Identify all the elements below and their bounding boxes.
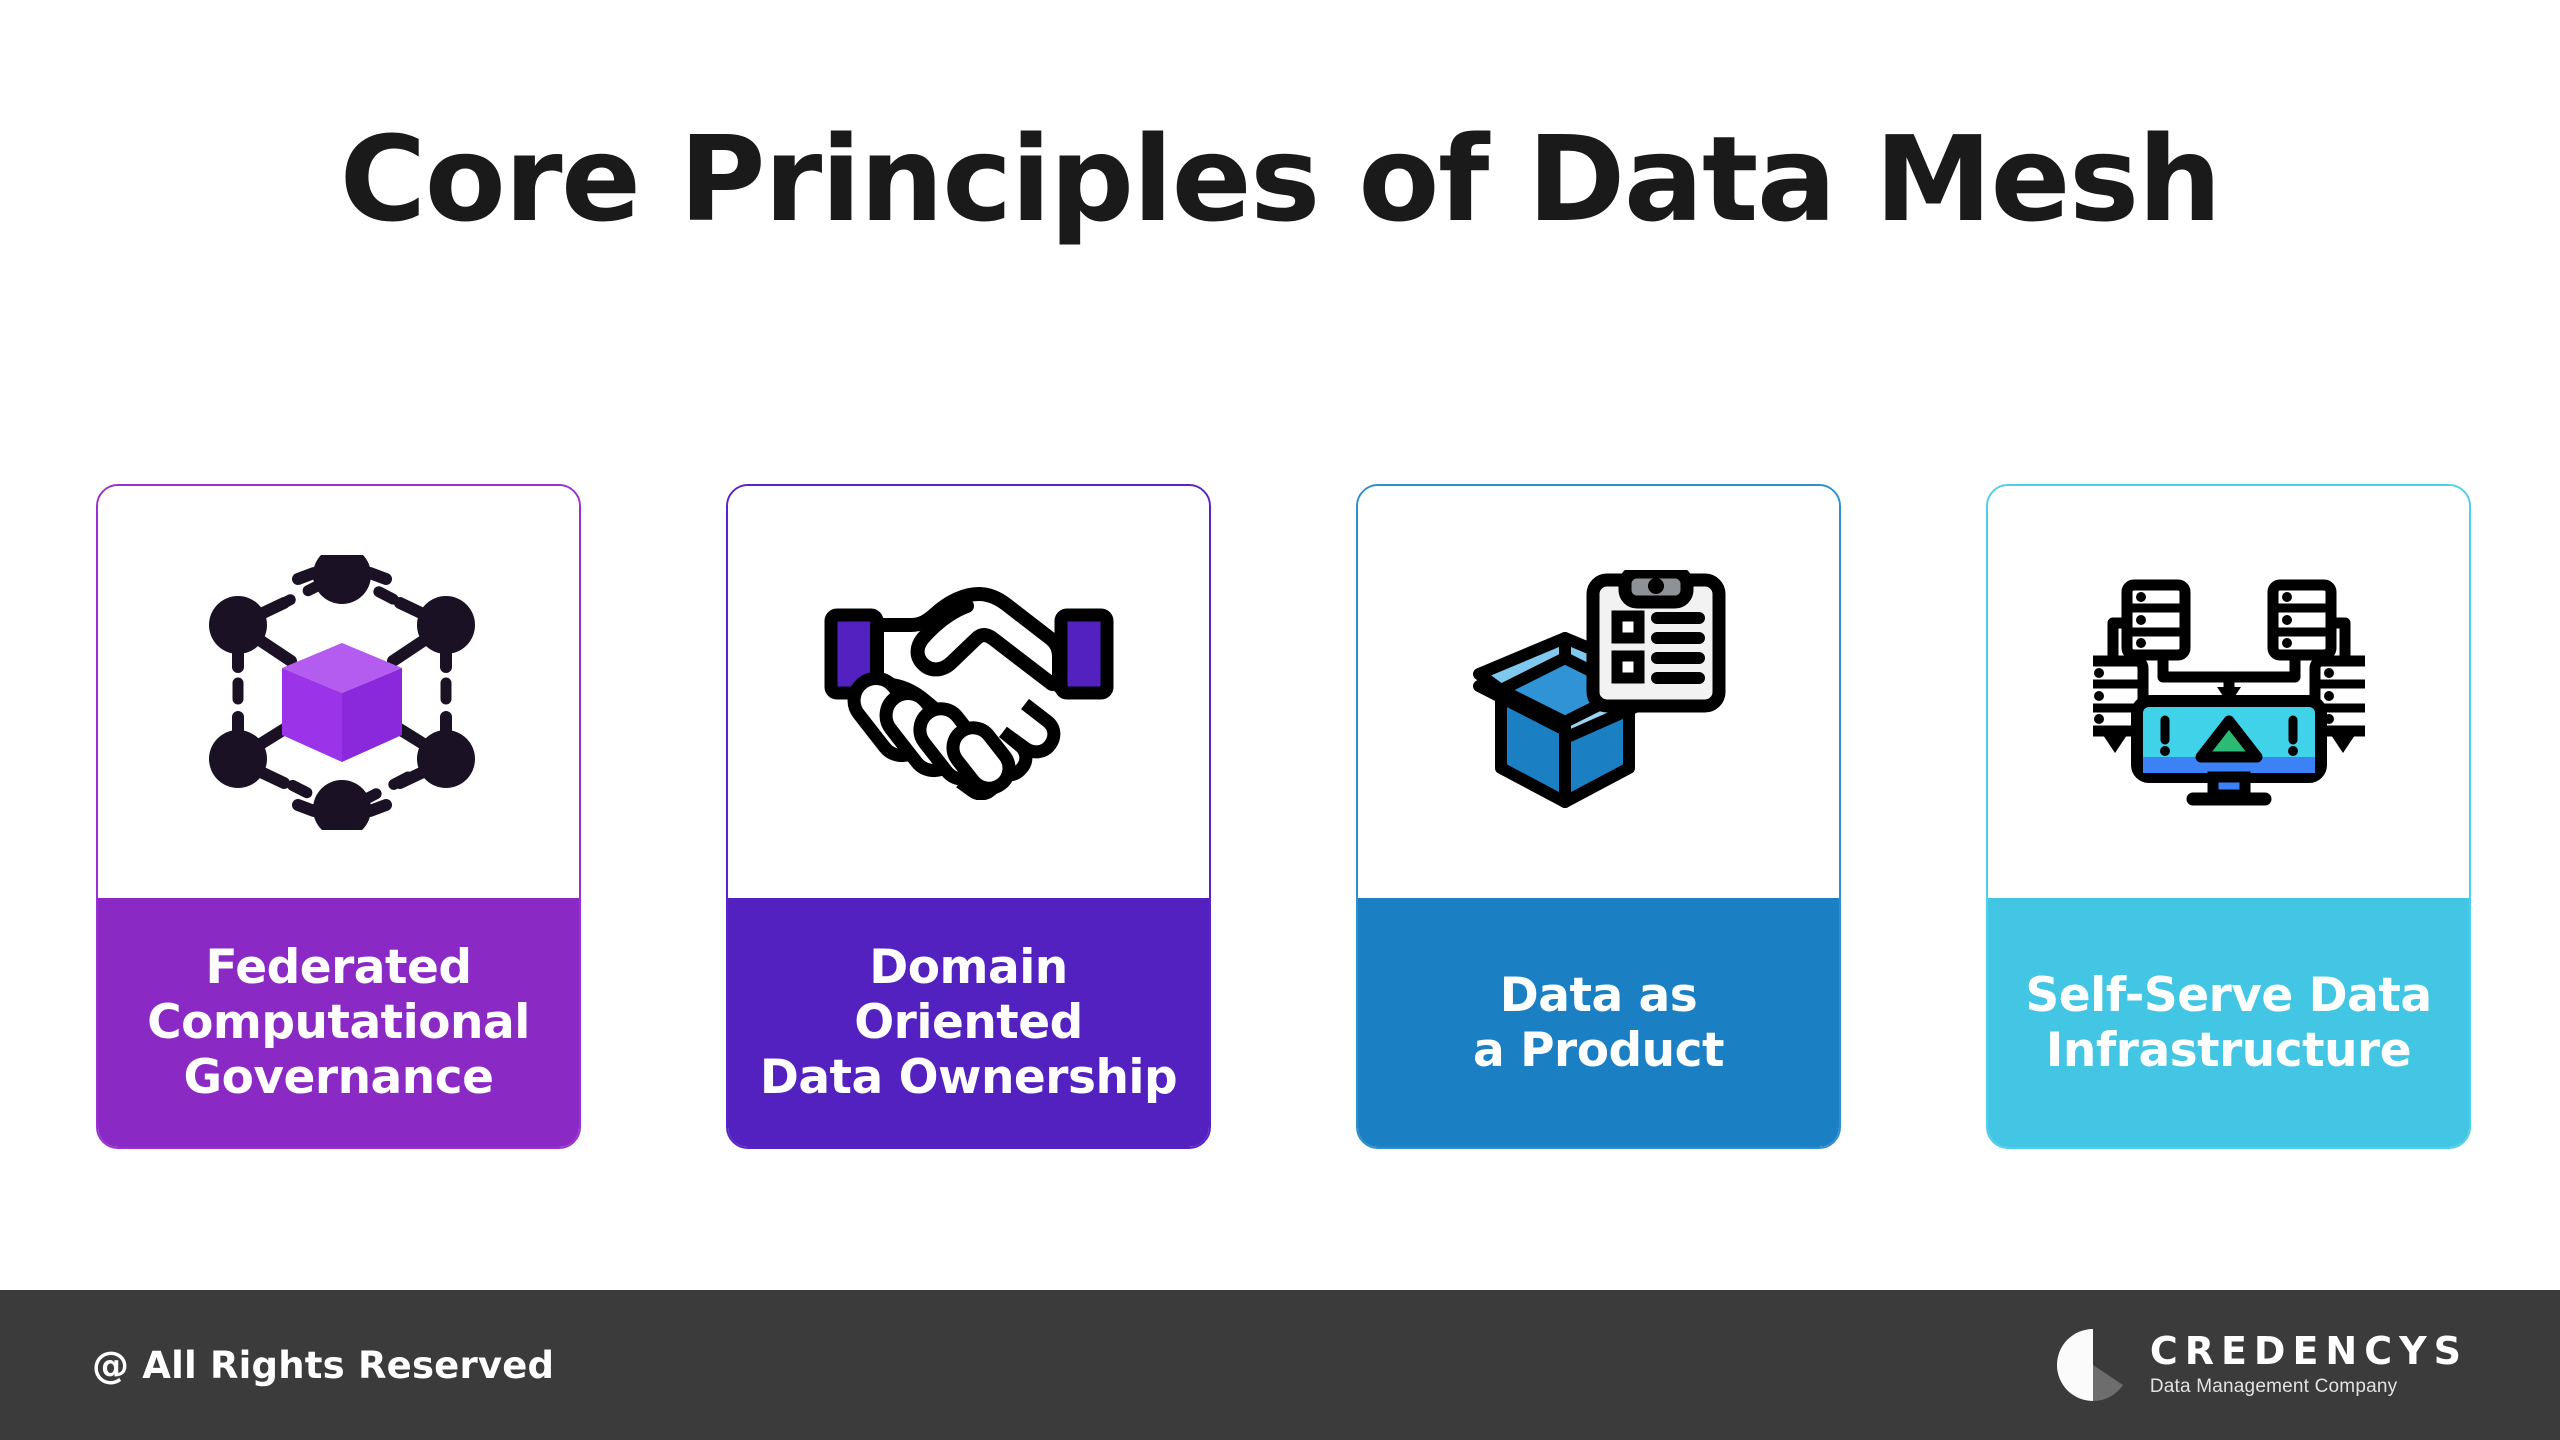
- hexagon-network-cube-icon: [194, 554, 484, 830]
- card-data-as-a-product[interactable]: Data as a Product: [1356, 484, 1841, 1149]
- servers-monitor-icon: [2092, 577, 2365, 807]
- card-label: Federated Computational Governance: [147, 940, 530, 1105]
- brand-text: CREDENCYS Data Management Company: [2149, 1328, 2468, 1399]
- card-label-band: Data as a Product: [1358, 898, 1839, 1147]
- card-label: Domain Oriented Data Ownership: [759, 940, 1178, 1105]
- card-icon-area: [1358, 486, 1839, 898]
- brand-name: CREDENCYS: [2149, 1328, 2468, 1373]
- card-label-band: Self-Serve Data Infrastructure: [1988, 898, 2469, 1147]
- footer-bar: @ All Rights Reserved CREDENCYS Data Man…: [0, 1290, 2560, 1440]
- brand-logo[interactable]: CREDENCYS Data Management Company: [2054, 1326, 2468, 1404]
- credencys-circle-wedge-logo-icon: [2054, 1326, 2132, 1404]
- handshake-icon: [819, 585, 1119, 800]
- card-label-band: Domain Oriented Data Ownership: [728, 898, 1209, 1147]
- open-box-clipboard-icon: [1465, 569, 1733, 815]
- card-domain-oriented-data-ownership[interactable]: Domain Oriented Data Ownership: [726, 484, 1211, 1149]
- page-title: Core Principles of Data Mesh: [339, 110, 2222, 248]
- principle-cards-row: Federated Computational Governance: [96, 484, 2471, 1149]
- card-label-band: Federated Computational Governance: [98, 898, 579, 1147]
- card-icon-area: [1988, 486, 2469, 898]
- brand-tagline: Data Management Company: [2149, 1376, 2398, 1398]
- copyright-text: @ All Rights Reserved: [92, 1343, 555, 1387]
- card-label: Data as a Product: [1473, 967, 1724, 1078]
- card-label: Self-Serve Data Infrastructure: [2025, 967, 2432, 1078]
- card-self-serve-data-infrastructure[interactable]: Self-Serve Data Infrastructure: [1986, 484, 2471, 1149]
- card-icon-area: [728, 486, 1209, 898]
- card-icon-area: [98, 486, 579, 898]
- card-federated-computational-governance[interactable]: Federated Computational Governance: [96, 484, 581, 1149]
